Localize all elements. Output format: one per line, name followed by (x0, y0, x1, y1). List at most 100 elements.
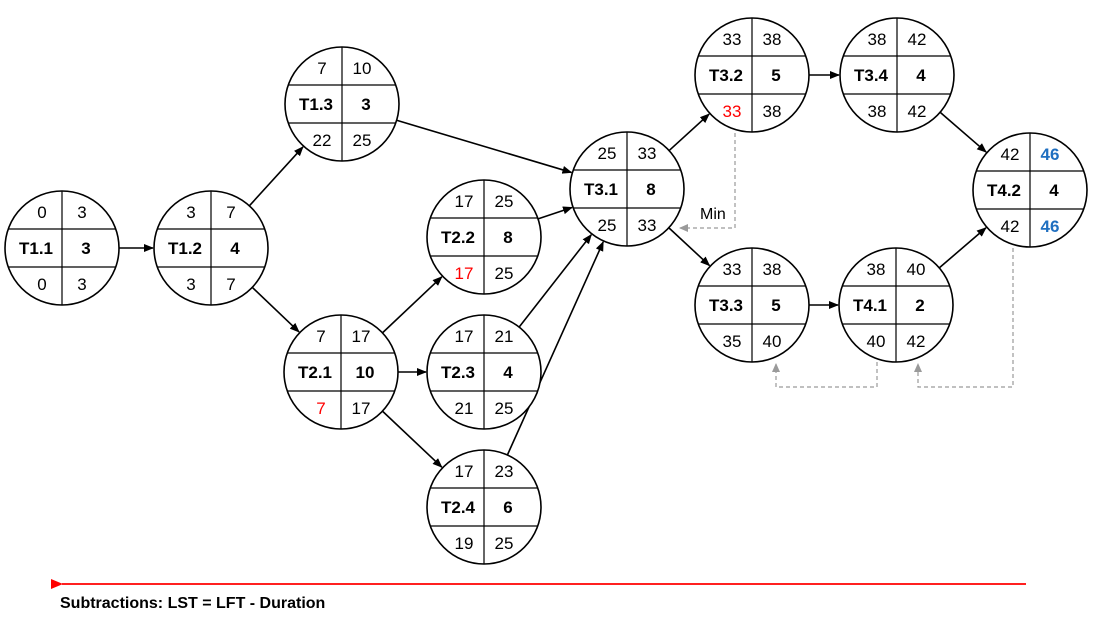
duration: 2 (915, 296, 924, 315)
task-id: T3.4 (854, 66, 889, 85)
task-id: T2.1 (298, 363, 332, 382)
duration: 4 (1049, 181, 1059, 200)
late-start: 7 (316, 399, 325, 418)
task-id: T3.3 (709, 296, 743, 315)
duration: 6 (503, 498, 512, 517)
late-start: 25 (598, 216, 617, 235)
early-finish: 17 (352, 327, 371, 346)
task-id: T4.1 (853, 296, 887, 315)
late-finish: 17 (352, 399, 371, 418)
late-finish: 46 (1041, 217, 1060, 236)
late-start: 42 (1001, 217, 1020, 236)
duration: 5 (771, 296, 780, 315)
duration: 3 (81, 239, 90, 258)
early-finish: 40 (907, 260, 926, 279)
edge-T3-4-to-T4-2 (939, 111, 987, 153)
task-id: T2.2 (441, 228, 475, 247)
duration: 8 (503, 228, 512, 247)
duration: 8 (646, 180, 655, 199)
late-finish: 25 (495, 264, 514, 283)
edge-T1-3-to-T3-1 (396, 119, 573, 174)
edge-T1-2-to-T2-1 (251, 286, 300, 333)
early-start: 7 (317, 59, 326, 78)
late-start: 17 (455, 264, 474, 283)
late-finish: 7 (226, 275, 235, 294)
early-start: 38 (867, 260, 886, 279)
early-finish: 3 (77, 203, 86, 222)
min-label: Min (700, 206, 726, 223)
edge-T3-1-to-T3-3 (668, 227, 711, 267)
duration: 4 (916, 66, 926, 85)
late-start: 19 (455, 534, 474, 553)
late-finish: 42 (908, 102, 927, 121)
min-line-t32-to-t31 (679, 133, 736, 232)
task-id: T1.2 (168, 239, 202, 258)
late-finish: 25 (495, 534, 514, 553)
task-id: T4.2 (987, 181, 1021, 200)
early-start: 17 (455, 327, 474, 346)
duration: 3 (361, 95, 370, 114)
early-start: 25 (598, 144, 617, 163)
late-start: 35 (723, 332, 742, 351)
late-start: 21 (455, 399, 474, 418)
early-start: 7 (316, 327, 325, 346)
edge-T2-3-to-T3-1 (518, 233, 592, 328)
edge-T3-1-to-T3-2 (668, 113, 710, 152)
task-id: T2.3 (441, 363, 475, 382)
early-finish: 46 (1041, 145, 1060, 164)
late-finish: 25 (353, 131, 372, 150)
late-start: 33 (723, 102, 742, 121)
duration: 5 (771, 66, 780, 85)
late-finish: 40 (763, 332, 782, 351)
min-line-t42-to-t41 (914, 248, 1014, 388)
early-finish: 7 (226, 203, 235, 222)
task-id: T1.1 (19, 239, 53, 258)
early-finish: 10 (353, 59, 372, 78)
early-start: 0 (37, 203, 46, 222)
early-start: 17 (455, 192, 474, 211)
late-finish: 33 (638, 216, 657, 235)
late-finish: 25 (495, 399, 514, 418)
early-finish: 42 (908, 30, 927, 49)
task-id: T3.2 (709, 66, 743, 85)
task-id: T1.3 (299, 95, 333, 114)
edge-T2-2-to-T3-1 (537, 206, 573, 220)
late-start: 22 (313, 131, 332, 150)
edge-T2-4-to-T3-1 (506, 240, 604, 456)
late-start: 40 (867, 332, 886, 351)
early-finish: 21 (495, 327, 514, 346)
early-start: 38 (868, 30, 887, 49)
edge-T4-1-to-T4-2 (938, 227, 987, 269)
late-finish: 38 (763, 102, 782, 121)
early-finish: 23 (495, 462, 514, 481)
task-id: T3.1 (584, 180, 618, 199)
duration: 4 (230, 239, 240, 258)
early-start: 3 (186, 203, 195, 222)
early-finish: 33 (638, 144, 657, 163)
early-finish: 38 (763, 260, 782, 279)
edge-T2-1-to-T2-2 (381, 276, 443, 334)
footer-note: Subtractions: LST = LFT - Duration (60, 595, 326, 612)
edges-layer (119, 71, 987, 468)
edge-T1-2-to-T1-3 (248, 146, 304, 207)
early-finish: 38 (763, 30, 782, 49)
edge-T2-1-to-T2-4 (381, 410, 443, 468)
late-start: 0 (37, 275, 46, 294)
min-backward-pass-lines (679, 133, 1014, 388)
early-start: 33 (723, 30, 742, 49)
late-finish: 42 (907, 332, 926, 351)
late-start: 38 (868, 102, 887, 121)
task-id: T2.4 (441, 498, 476, 517)
